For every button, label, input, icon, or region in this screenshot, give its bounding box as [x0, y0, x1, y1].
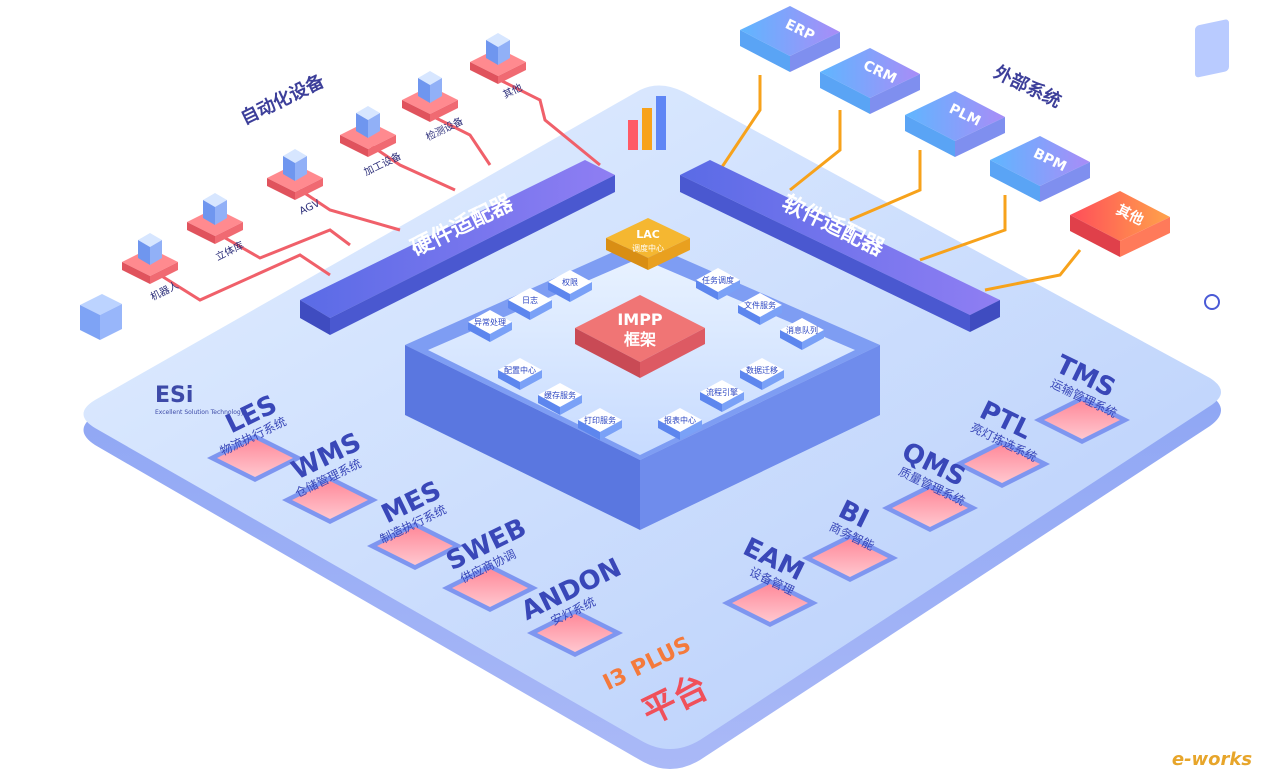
module-label: 日志 — [522, 295, 538, 305]
brand-logo: ESi — [155, 383, 193, 408]
esi-logo: ESi Excellent Solution Technology — [155, 383, 245, 416]
user-card-icon — [1195, 19, 1229, 310]
device-2: 立体库 — [187, 193, 246, 263]
automation-title: 自动化设备 — [237, 70, 328, 130]
module-label: 异常处理 — [474, 317, 506, 327]
software-adapter — [680, 160, 1000, 332]
module-6: 消息队列 — [780, 318, 824, 350]
external-2: CRM — [820, 48, 920, 114]
module-2: 日志 — [508, 288, 552, 320]
module-label: 任务调度 — [702, 275, 734, 285]
module-label: 文件服务 — [744, 300, 776, 310]
module-10: 报表中心 — [658, 408, 702, 440]
module-label: 打印服务 — [584, 415, 616, 425]
module-11: 流程引擎 — [700, 380, 744, 412]
module-label: 数据迁移 — [746, 365, 778, 375]
cube-icon — [80, 294, 122, 340]
module-8: 缓存服务 — [538, 383, 582, 415]
eworks-watermark: e-works — [1172, 749, 1253, 770]
external-connection-lines — [718, 75, 1082, 292]
device-5: 检测设备 — [402, 71, 465, 143]
device-1: 机器人 — [122, 233, 181, 303]
lac-label: LAC — [636, 228, 660, 241]
module-label: 缓存服务 — [544, 390, 576, 400]
device-4: 加工设备 — [340, 106, 403, 178]
device-6: 其他 — [470, 33, 526, 101]
external-title: 外部系统 — [990, 61, 1064, 112]
module-label: 消息队列 — [786, 325, 818, 335]
core-line2: 框架 — [624, 330, 656, 349]
module-3: 权限 — [548, 270, 592, 302]
external-5: 其他 — [1070, 191, 1170, 257]
module-label: 权限 — [562, 277, 578, 287]
module-7: 配置中心 — [498, 358, 542, 390]
core-line1: IMPP — [617, 310, 663, 329]
bar-chart-icon — [628, 96, 666, 150]
external-3: PLM — [905, 91, 1005, 157]
module-label: 配置中心 — [504, 365, 536, 375]
module-5: 文件服务 — [738, 293, 782, 325]
module-9: 打印服务 — [578, 408, 622, 440]
module-12: 数据迁移 — [740, 358, 784, 390]
module-4: 任务调度 — [696, 268, 740, 300]
module-label: 流程引擎 — [706, 387, 738, 397]
external-1: ERP — [740, 6, 840, 72]
brand-sub: Excellent Solution Technology — [155, 409, 245, 416]
external-4: BPM — [990, 136, 1090, 202]
lac-sub-label: 调度中心 — [632, 243, 664, 253]
hardware-adapter — [300, 160, 615, 335]
lac-dispatch-center: LAC 调度中心 — [606, 218, 690, 270]
device-3: AGV — [267, 149, 323, 217]
module-label: 报表中心 — [664, 415, 696, 425]
module-1: 异常处理 — [468, 310, 512, 342]
impp-core: IMPP 框架 — [575, 295, 705, 378]
device-label: AGV — [298, 198, 322, 217]
device-connection-lines — [159, 78, 601, 302]
